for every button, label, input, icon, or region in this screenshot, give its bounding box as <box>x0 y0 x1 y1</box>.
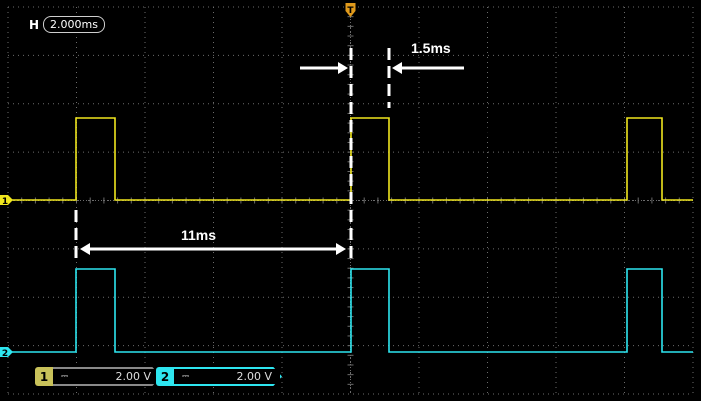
dc-coupling-icon: ⎓ <box>61 371 68 382</box>
trigger-label: T <box>347 6 354 16</box>
ch2-number: 2 <box>156 367 174 386</box>
ch2-scale-box[interactable]: 2 ⎓ 2.00 V <box>156 367 282 386</box>
ch2-trace <box>8 268 693 353</box>
timebase-value[interactable]: 2.000ms <box>43 16 105 33</box>
ch2-scale-value: 2.00 V <box>236 370 272 383</box>
pulse-width-annotation: 1.5ms <box>411 40 451 56</box>
period-annotation: 11ms <box>181 227 217 243</box>
horizontal-timebase-readout[interactable]: H 2.000ms <box>29 16 105 33</box>
horizontal-label: H <box>29 17 40 32</box>
trigger-icon <box>345 3 356 17</box>
ch1-ground-marker <box>0 195 13 205</box>
arrow-right-icon <box>338 62 348 74</box>
ch1-scale-box[interactable]: 1 ⎓ 2.00 V <box>35 367 161 386</box>
ch2-ground-marker-label: 2 <box>2 349 8 359</box>
ch1-ground-marker-label: 1 <box>2 197 8 207</box>
ch1-period-measurement: Period=11.00ms <box>459 125 544 136</box>
arrow-right-icon <box>336 243 346 255</box>
ch2-scale: ⎓ 2.00 V <box>174 367 282 386</box>
arrow-left-icon <box>80 243 90 255</box>
ch2-ground-marker <box>0 347 13 357</box>
arrow-left-icon <box>392 62 402 74</box>
ch1-scale-value: 2.00 V <box>115 370 151 383</box>
ch1-trace <box>8 117 693 201</box>
ch1-scale: ⎓ 2.00 V <box>53 367 161 386</box>
ch2-period-measurement: Period=11.00ms <box>459 274 544 285</box>
dc-coupling-icon: ⎓ <box>182 371 189 382</box>
ch1-number: 1 <box>35 367 53 386</box>
ch1-width-measurement: +Width=1.520ms <box>121 122 212 133</box>
